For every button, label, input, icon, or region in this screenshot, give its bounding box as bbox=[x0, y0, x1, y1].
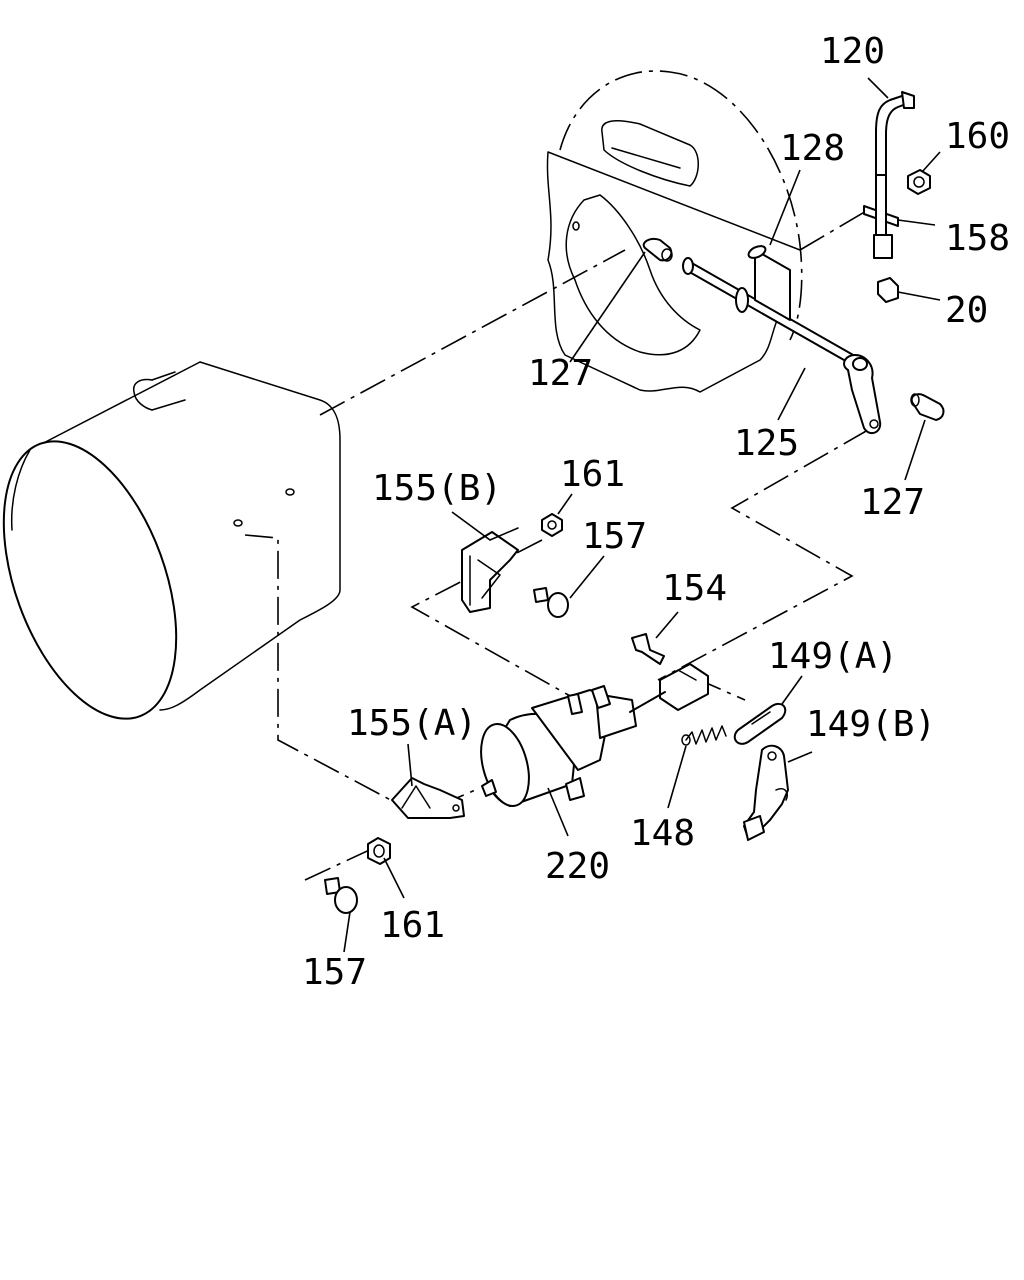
spring-148 bbox=[681, 725, 727, 746]
callouts: 120 128 160 158 20 127 125 127 155(B) 16… bbox=[302, 31, 1010, 993]
clutch-housing bbox=[546, 70, 803, 393]
nut-160 bbox=[907, 169, 931, 195]
bolt-157-lower bbox=[324, 877, 358, 914]
release-shaft-125 bbox=[682, 249, 882, 435]
callout-155a: 155(A) bbox=[347, 703, 477, 744]
clutch-booster-220 bbox=[480, 685, 666, 807]
callout-157-lower: 157 bbox=[302, 952, 367, 993]
callout-149a: 149(A) bbox=[768, 636, 898, 677]
pipe-120 bbox=[875, 91, 915, 176]
callout-220: 220 bbox=[545, 846, 610, 887]
engine-housing bbox=[2, 361, 341, 720]
bolt-157-upper bbox=[533, 587, 569, 618]
callout-120: 120 bbox=[820, 31, 885, 72]
callout-127-upper: 127 bbox=[528, 353, 593, 394]
callout-127-right: 127 bbox=[860, 482, 925, 523]
pin-154 bbox=[631, 633, 665, 665]
callout-128: 128 bbox=[780, 128, 845, 169]
connector-20 bbox=[877, 277, 899, 303]
plate-149a bbox=[733, 702, 787, 745]
nut-161-upper bbox=[541, 513, 563, 537]
callout-148: 148 bbox=[630, 813, 695, 854]
grease-nipple-127-upper bbox=[642, 237, 673, 262]
clevis bbox=[659, 663, 709, 711]
nut-161-lower bbox=[367, 837, 391, 865]
callout-154: 154 bbox=[662, 568, 727, 609]
callout-160: 160 bbox=[945, 116, 1010, 157]
callout-155b: 155(B) bbox=[372, 468, 502, 509]
pin-128 bbox=[747, 245, 767, 259]
callout-149b: 149(B) bbox=[806, 704, 936, 745]
lever-149b bbox=[743, 744, 789, 841]
callout-161-lower: 161 bbox=[380, 905, 445, 946]
bracket-155a bbox=[391, 777, 465, 819]
grease-nipple-127-right bbox=[910, 393, 945, 421]
leader-lines bbox=[343, 77, 941, 953]
bracket-155b bbox=[461, 527, 519, 613]
clamp-158 bbox=[863, 174, 899, 259]
callout-158: 158 bbox=[945, 218, 1010, 259]
callout-125: 125 bbox=[734, 423, 799, 464]
callout-20: 20 bbox=[945, 290, 988, 331]
callout-157-upper: 157 bbox=[582, 516, 647, 557]
callout-161-upper: 161 bbox=[560, 454, 625, 495]
